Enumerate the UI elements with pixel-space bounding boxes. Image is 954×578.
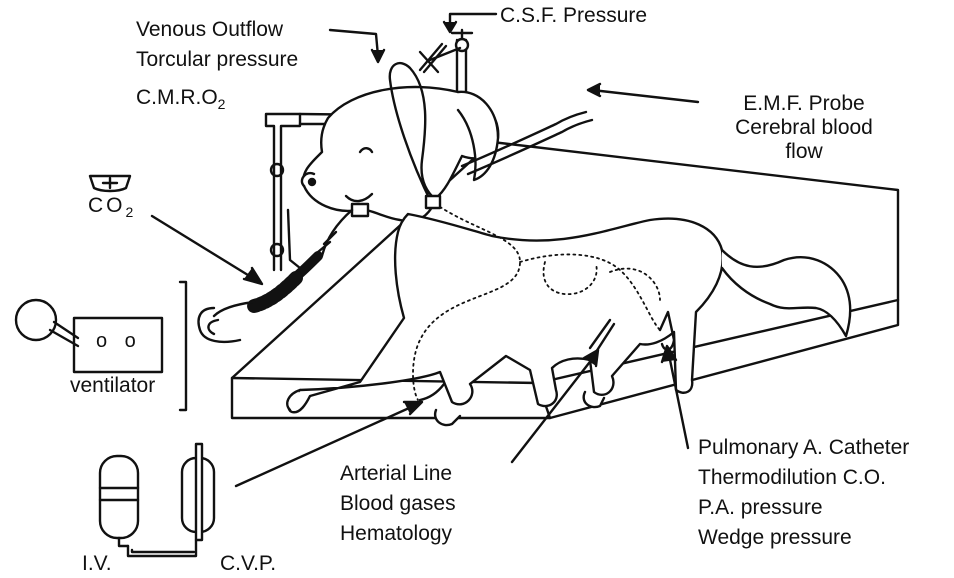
cmro2-text: C.M.R.O <box>136 86 218 109</box>
cmro2-label: C.M.R.O2 <box>136 86 225 111</box>
cvp-label: C.V.P. <box>220 552 276 576</box>
pulmonary-catheter-label: Pulmonary A. Catheter Thermodilution C.O… <box>698 436 909 550</box>
emf-probe-label: E.M.F. Probe Cerebral blood flow <box>700 92 908 164</box>
emf-probe-text: E.M.F. Probe <box>700 92 908 116</box>
torcular-pressure-text: Torcular pressure <box>136 48 298 72</box>
iv-label: I.V. <box>82 552 112 576</box>
cerebral-blood-text: Cerebral blood <box>700 116 908 140</box>
hematology-text: Hematology <box>340 522 456 546</box>
pa-pressure-text: P.A. pressure <box>698 496 909 520</box>
wedge-pressure-text: Wedge pressure <box>698 526 909 550</box>
csf-pressure-label: C.S.F. Pressure <box>500 4 647 28</box>
co2-subscript: 2 <box>126 204 137 220</box>
ventilator-dials: o o <box>96 330 142 353</box>
venous-outflow-text: Venous Outflow <box>136 18 298 42</box>
blood-gases-text: Blood gases <box>340 492 456 516</box>
co2-gauge-icon <box>90 176 130 191</box>
arterial-line-label: Arterial Line Blood gases Hematology <box>340 462 456 546</box>
flow-text: flow <box>700 140 908 164</box>
csf-manometer <box>420 30 472 72</box>
arterial-line-text: Arterial Line <box>340 462 456 486</box>
pulmonary-catheter-text: Pulmonary A. Catheter <box>698 436 909 460</box>
iv-bag-icon <box>100 456 138 546</box>
co2-text: CO <box>88 194 126 217</box>
ventilator-label: ventilator <box>70 374 155 398</box>
thermodilution-text: Thermodilution C.O. <box>698 466 909 490</box>
cvp-manometer-icon <box>128 444 214 556</box>
cmro2-subscript: 2 <box>218 96 226 112</box>
venous-outflow-label: Venous Outflow Torcular pressure <box>136 18 298 72</box>
co2-label: CO2 <box>88 194 136 219</box>
